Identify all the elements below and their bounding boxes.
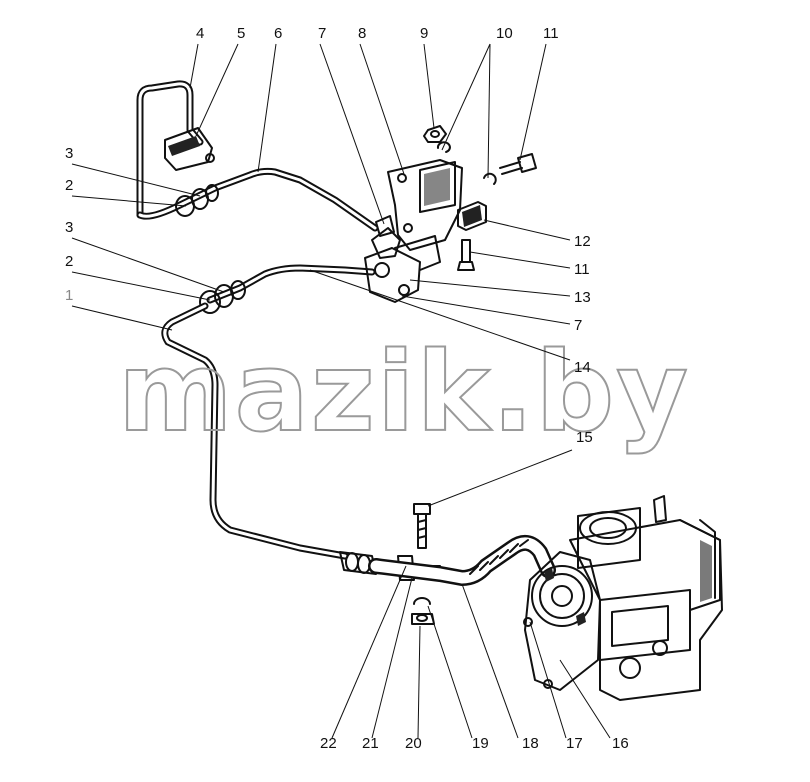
callout-c3a: 3 (65, 145, 73, 162)
callout-c4: 4 (196, 25, 204, 42)
callout-c18: 18 (522, 735, 539, 752)
union-nut-lower (199, 280, 246, 314)
callout-c16: 16 (612, 735, 629, 752)
callout-c7a: 7 (318, 25, 326, 42)
flex-hose (368, 534, 556, 586)
pipe-long (161, 302, 349, 560)
union-nut-upper (175, 184, 219, 217)
callout-c21: 21 (362, 735, 379, 752)
callout-c22: 22 (320, 735, 337, 752)
mounting-bracket (387, 159, 463, 251)
callout-c14: 14 (574, 359, 591, 376)
callout-c2a: 2 (65, 177, 73, 194)
pipe-upper (136, 167, 379, 232)
callout-c13: 13 (574, 289, 591, 306)
valve-body (364, 215, 441, 303)
callout-c2b: 2 (65, 253, 73, 270)
callout-c17: 17 (566, 735, 583, 752)
callout-c1: 1 (65, 287, 73, 304)
callout-c11b: 11 (574, 261, 590, 278)
cylinder-cap (457, 201, 487, 231)
pipe-bracket (164, 127, 215, 171)
watermark: mazik.by (118, 328, 690, 456)
callout-c9: 9 (420, 25, 428, 42)
callout-c6: 6 (274, 25, 282, 42)
callout-c15: 15 (576, 429, 593, 446)
callout-c19: 19 (472, 735, 489, 752)
nut-9 (423, 125, 447, 143)
callout-c10: 10 (496, 25, 513, 42)
bolt-15 (413, 503, 431, 549)
bolt-11b (457, 239, 475, 271)
callout-c12: 12 (574, 233, 591, 250)
pipe-middle (206, 264, 376, 304)
callout-c8: 8 (358, 25, 366, 42)
callout-c20: 20 (405, 735, 422, 752)
leader-lines (71, 43, 611, 739)
callout-c7b: 7 (574, 317, 582, 334)
gearbox-cover (523, 551, 601, 691)
callout-c5: 5 (237, 25, 245, 42)
bolt-11a (499, 153, 537, 175)
pipe-loop-upper (136, 80, 204, 219)
washer-19 (413, 597, 431, 605)
washer-10b (483, 172, 497, 185)
washer-10a (436, 141, 451, 153)
callout-c11a: 11 (543, 25, 559, 42)
callout-c3b: 3 (65, 219, 73, 236)
gearbox-housing (569, 495, 723, 701)
